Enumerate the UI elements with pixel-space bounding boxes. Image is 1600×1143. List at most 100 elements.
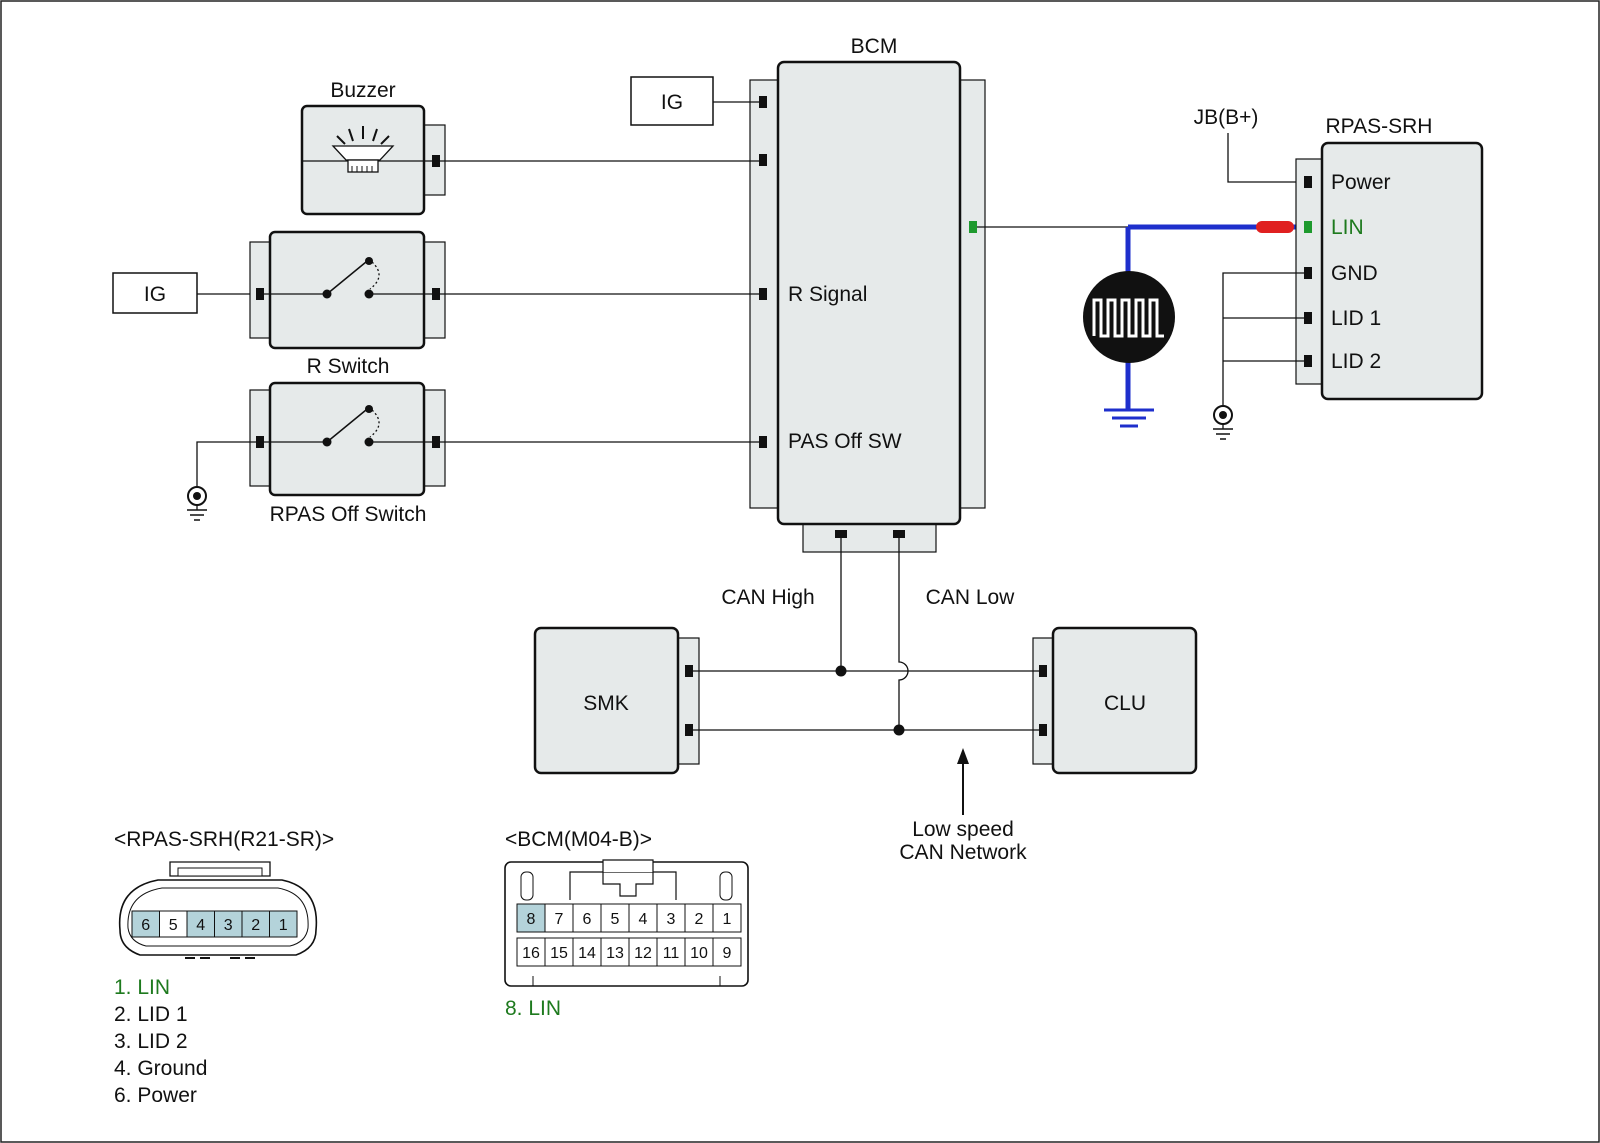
- bcm-pin-16: 16: [516, 937, 546, 967]
- rpas-pin-lid1: LID 1: [1331, 307, 1381, 330]
- rpas-pin-2: 2: [241, 910, 270, 938]
- rpas-pin-lin: LIN: [1331, 216, 1364, 239]
- rpas-gnd-terminal: [1304, 267, 1312, 279]
- svg-text:12: 12: [634, 945, 652, 962]
- bcm-connector-title: <BCM(M04-B)>: [505, 828, 652, 851]
- svg-text:5: 5: [611, 911, 620, 928]
- rpas-srh-box: [1320, 141, 1484, 401]
- smk-can-low-terminal: [685, 724, 693, 736]
- rpas-legend-1: 1. LIN: [114, 976, 170, 999]
- buzzer-icon: [331, 126, 395, 173]
- rpas-off-switch-box: [268, 381, 426, 497]
- bcm-legend-1: 8. LIN: [505, 997, 561, 1020]
- bcm-pin-10: 10: [684, 937, 714, 967]
- bcm-pin-6: 6: [572, 903, 602, 933]
- svg-text:14: 14: [578, 945, 596, 962]
- rpas-srh-label: RPAS-SRH: [1326, 115, 1433, 138]
- bcm-pin-8: 8: [516, 903, 546, 933]
- rpas-connector-title: <RPAS-SRH(R21-SR)>: [114, 828, 334, 851]
- can-low-junction: [893, 724, 905, 736]
- bcm-buzzer-terminal: [759, 154, 767, 166]
- rpas-pin-lid2: LID 2: [1331, 350, 1381, 373]
- smk-can-high-terminal: [685, 665, 693, 677]
- rpas-connector-legend: 1. LIN 2. LID 1 3. LID 2 4. Ground 6. Po…: [114, 976, 207, 1107]
- rpas-legend-5: 6. Power: [114, 1084, 197, 1107]
- arrow-up-icon: [957, 748, 969, 815]
- can-network: CAN High CAN Low SMK CLU Low speed CAN N…: [533, 538, 1198, 864]
- r-switch-module: IG R Switch: [112, 230, 759, 378]
- svg-text:8: 8: [527, 911, 536, 928]
- rpas-off-switch-module: RPAS Off Switch: [187, 381, 759, 526]
- svg-text:11: 11: [663, 945, 680, 962]
- jb-label: JB(B+): [1194, 106, 1259, 129]
- svg-text:16: 16: [522, 945, 540, 962]
- smk-label: SMK: [583, 692, 629, 715]
- can-low-drop: [898, 538, 909, 730]
- rpas-legend-2: 2. LID 1: [114, 1003, 188, 1026]
- rpas-pin-6: 6: [131, 910, 160, 938]
- svg-text:2: 2: [695, 911, 704, 928]
- r-switch-in-terminal: [256, 288, 264, 300]
- clu-label: CLU: [1104, 692, 1146, 715]
- pas-off-sw-label: PAS Off SW: [788, 430, 902, 453]
- svg-text:3: 3: [224, 917, 233, 934]
- ig-left-box: [112, 272, 198, 314]
- svg-text:4: 4: [196, 917, 205, 934]
- rpas-srh-module: RPAS-SRH JB(B+) Power LIN GND LID 1 LID …: [1194, 106, 1484, 440]
- rpas-legend-3: 3. LID 2: [114, 1030, 188, 1053]
- svg-text:1: 1: [723, 911, 732, 928]
- rpas-pin-5: 5: [159, 910, 188, 938]
- jb-power-wire: [1227, 133, 1306, 183]
- clu-can-high-terminal: [1039, 665, 1047, 677]
- rpas-pin-1: 1: [269, 910, 298, 938]
- bcm-pin-15: 15: [544, 937, 574, 967]
- bcm-ig-terminal: [759, 96, 767, 108]
- bcm-pin-5: 5: [600, 903, 630, 933]
- rpas-off-in-terminal: [256, 436, 264, 448]
- buzzer-module: Buzzer: [300, 79, 759, 216]
- bcm-pin-3: 3: [656, 903, 686, 933]
- svg-text:1: 1: [279, 917, 288, 934]
- rpas-lid1-terminal: [1304, 312, 1312, 324]
- r-switch-label: R Switch: [307, 355, 390, 378]
- svg-text:13: 13: [606, 945, 624, 962]
- smk-box: [533, 626, 680, 775]
- rpas-pin-3: 3: [214, 910, 243, 938]
- rpas-power-terminal: [1304, 176, 1312, 188]
- svg-text:15: 15: [550, 945, 568, 962]
- rpas-pin-power: Power: [1331, 171, 1391, 194]
- svg-text:4: 4: [639, 911, 648, 928]
- svg-text:3: 3: [667, 911, 676, 928]
- oscilloscope-icon: [1083, 271, 1175, 363]
- ig-left-label: IG: [144, 283, 166, 306]
- rpas-off-out-terminal: [432, 436, 440, 448]
- rpas-off-ground-wire: [196, 441, 256, 488]
- svg-text:9: 9: [723, 945, 732, 962]
- svg-text:6: 6: [141, 917, 150, 934]
- clu-box: [1051, 626, 1198, 775]
- svg-text:10: 10: [690, 945, 708, 962]
- bcm-pin-14: 14: [572, 937, 602, 967]
- ig-top-box: [630, 76, 714, 126]
- rpas-pin-4: 4: [186, 910, 215, 938]
- lin-network: [977, 221, 1304, 428]
- bcm-can-high-terminal: [835, 530, 847, 538]
- ground-icon-scope: [1104, 408, 1154, 428]
- bcm-pin-11: 11: [656, 937, 686, 967]
- buzzer-terminal: [432, 155, 440, 167]
- rpas-lid2-terminal: [1304, 355, 1312, 367]
- svg-text:7: 7: [555, 911, 564, 928]
- low-speed-label-2: CAN Network: [899, 841, 1027, 864]
- rpas-legend-4: 4. Ground: [114, 1057, 207, 1080]
- ig-top-label: IG: [661, 91, 683, 114]
- bcm-pin-13: 13: [600, 937, 630, 967]
- buzzer-label: Buzzer: [330, 79, 395, 102]
- rpas-gnd-wire: [1222, 272, 1304, 405]
- bcm-pin-9: 9: [712, 937, 742, 967]
- r-switch-icon: [264, 257, 432, 299]
- bcm-pas-off-terminal: [759, 436, 767, 448]
